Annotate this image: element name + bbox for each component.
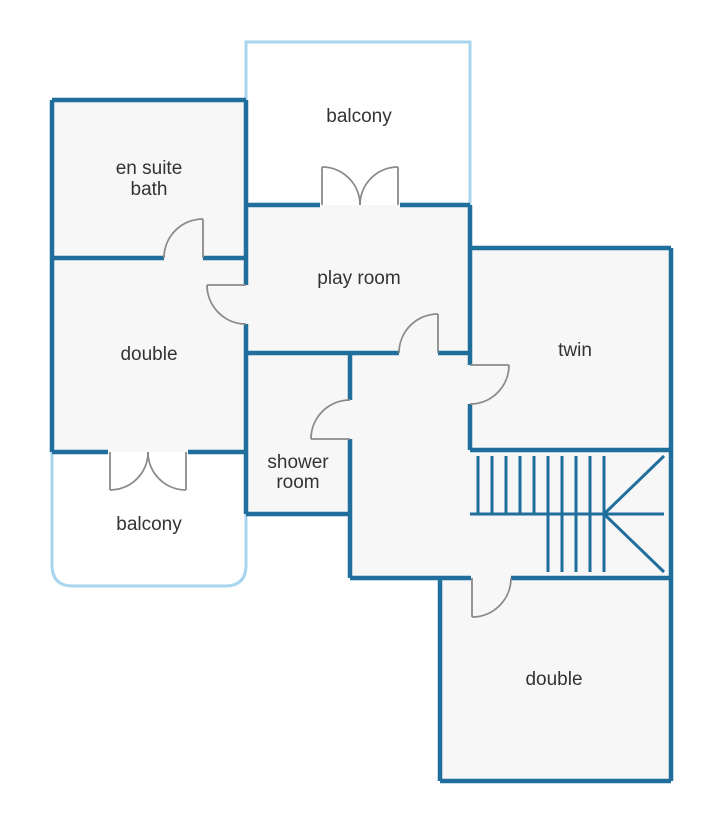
doors <box>109 166 512 618</box>
room-fills <box>52 100 671 781</box>
twin-door <box>469 364 510 405</box>
balcony-bottom-label: balcony <box>116 514 182 535</box>
twin-label: twin <box>558 340 592 361</box>
double-bottom-room <box>440 578 671 781</box>
shower-label-line1: shower <box>267 452 329 473</box>
play-room <box>246 205 470 353</box>
en-suite-bath-room <box>52 100 246 258</box>
double-bottom-door <box>471 577 512 618</box>
balcony-top-french-door <box>321 166 399 206</box>
balcony-bottom-outline <box>50 452 248 588</box>
double-bottom-label: double <box>525 669 582 690</box>
en-suite-door <box>163 218 204 259</box>
room-labels: balcony en suite bath play room double t… <box>116 106 592 690</box>
twin-room <box>470 248 671 450</box>
hallway <box>350 353 470 578</box>
play-room-label: play room <box>317 268 400 289</box>
balcony-top-label: balcony <box>326 106 392 127</box>
balcony-bottom-french-door <box>109 451 187 491</box>
double-left-room <box>52 258 246 452</box>
shower-room <box>246 353 350 514</box>
en-suite-label-line1: en suite <box>116 158 183 179</box>
en-suite-label-line2: bath <box>131 179 168 200</box>
walls <box>49 97 674 784</box>
shower-room-door <box>310 399 351 440</box>
double-left-door <box>206 284 247 325</box>
play-room-door <box>398 313 439 354</box>
double-left-label: double <box>120 344 177 365</box>
staircase <box>470 454 666 574</box>
shower-label-line2: room <box>276 472 319 493</box>
